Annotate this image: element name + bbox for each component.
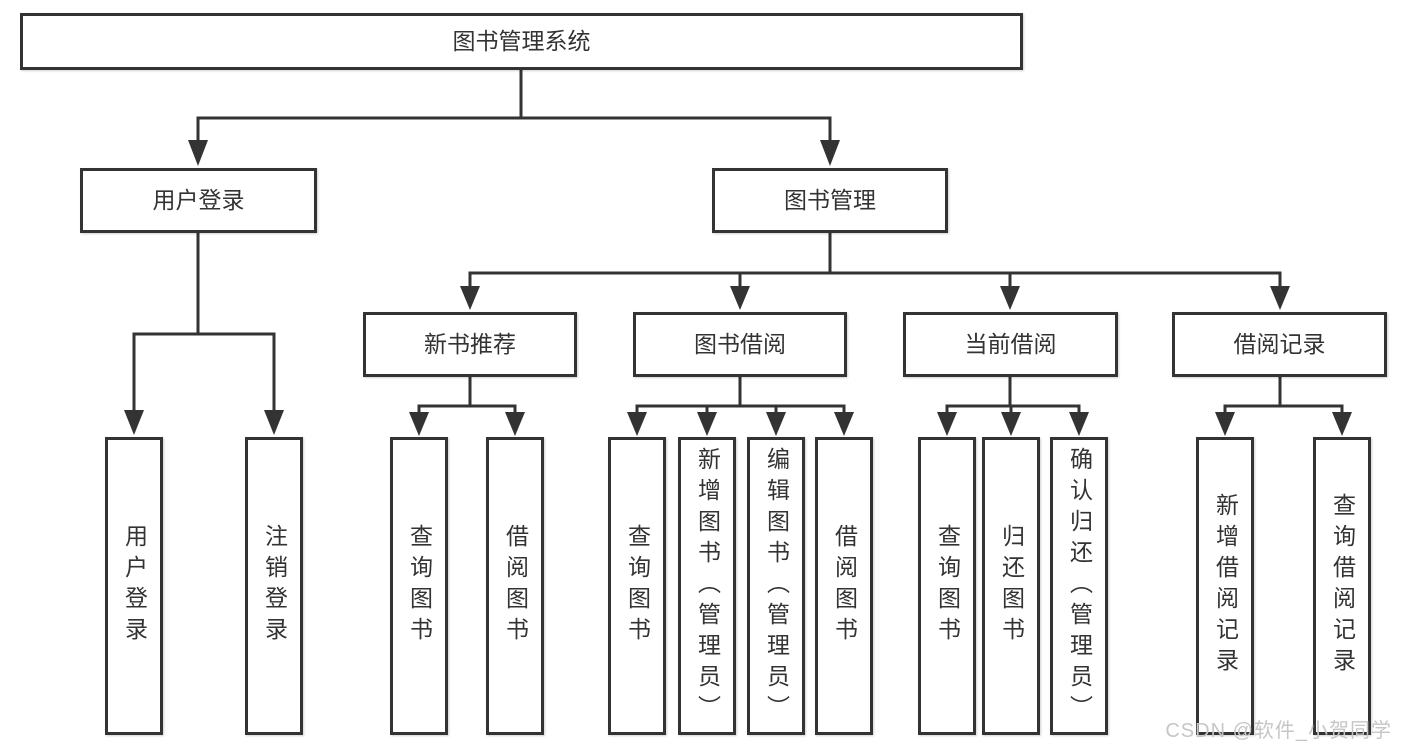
arrowhead-icon (409, 412, 429, 436)
watermark: CSDN @软件_小贺同学 (1165, 720, 1392, 742)
node-new-book-recommendation: 新书推荐 (363, 312, 577, 377)
node-return-books: 归还图书 (982, 437, 1040, 735)
node-borrow-books-bb: 借阅图书 (815, 437, 873, 735)
node-query-books-bb: 查询图书 (608, 437, 666, 735)
node-query-books-nbr: 查询图书 (390, 437, 448, 735)
arrowhead-icon (505, 412, 525, 436)
node-book-management: 图书管理 (712, 168, 948, 233)
node-book-borrowing: 图书借阅 (633, 312, 847, 377)
arrowhead-icon (1270, 286, 1290, 310)
arrowhead-icon (937, 412, 957, 436)
arrowhead-icon (264, 410, 284, 435)
arrowheads (124, 140, 1352, 436)
arrowhead-icon (730, 286, 750, 310)
arrowhead-icon (1215, 412, 1235, 436)
arrowhead-icon (820, 140, 840, 166)
node-current-borrowing: 当前借阅 (903, 312, 1118, 377)
arrowhead-icon (1332, 412, 1352, 436)
node-library-system: 图书管理系统 (20, 13, 1023, 70)
arrowhead-icon (460, 286, 480, 310)
arrowhead-icon (766, 412, 786, 436)
node-edit-books-admin: 编辑图书（管理员） (747, 437, 805, 735)
arrowhead-icon (1000, 286, 1020, 310)
node-query-books-cb: 查询图书 (918, 437, 976, 735)
node-borrow-books-nbr: 借阅图书 (486, 437, 544, 735)
node-borrowing-records: 借阅记录 (1172, 312, 1387, 377)
node-confirm-return-admin: 确认归还（管理员） (1050, 437, 1108, 735)
arrowhead-icon (188, 140, 208, 166)
arrowhead-icon (1069, 412, 1089, 436)
node-add-books-admin: 新增图书（管理员） (678, 437, 736, 735)
arrowhead-icon (627, 412, 647, 436)
arrowhead-icon (697, 412, 717, 436)
node-user-login: 用户登录 (80, 168, 317, 233)
node-add-borrow-record: 新增借阅记录 (1196, 437, 1254, 735)
arrowhead-icon (834, 412, 854, 436)
node-user-login-leaf: 用户登录 (105, 437, 163, 735)
node-logout-leaf: 注销登录 (245, 437, 303, 735)
node-query-borrow-record: 查询借阅记录 (1313, 437, 1371, 735)
arrowhead-icon (124, 410, 144, 435)
arrowhead-icon (1001, 412, 1021, 436)
